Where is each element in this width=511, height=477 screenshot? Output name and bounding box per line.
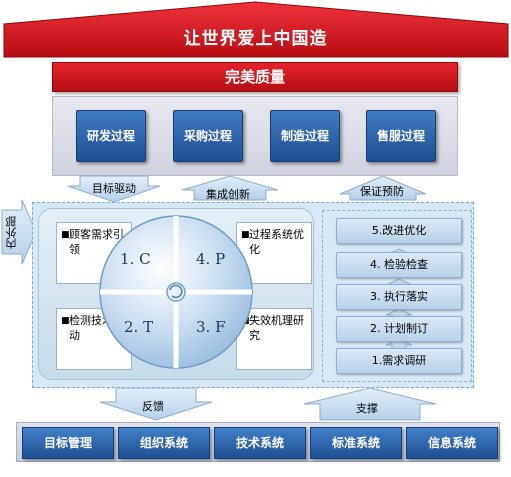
system-technology[interactable]: 技术系统 [214,427,306,459]
segment-f: 3. F [196,318,226,336]
label-integrated-innovation: 集成创新 [206,188,250,201]
segment-c: 1. C [120,250,151,268]
step-2-plan[interactable]: 2. 计划制订 [336,316,462,342]
process-service[interactable]: 售服过程 [366,110,436,162]
box-customer-demand-text: 顾客需求引领 [69,228,124,256]
box-process-optimization-text: 过程系统优化 [249,228,304,256]
system-information[interactable]: 信息系统 [406,427,498,459]
step-1-research[interactable]: 1.需求调研 [336,348,462,374]
process-rd[interactable]: 研发过程 [76,110,146,162]
refresh-icon-arc [169,284,183,299]
process-manufacturing[interactable]: 制造过程 [270,110,340,162]
label-support: 支撑 [356,402,378,415]
step-3-execute[interactable]: 3. 执行落实 [336,284,462,310]
system-standards[interactable]: 标准系统 [310,427,402,459]
bullet-icon: ■ [61,230,70,240]
label-feedback: 反馈 [142,400,164,413]
segment-p: 4. P [196,250,226,268]
steps-panel [322,210,472,382]
label-ensure-prevention: 保证预防 [360,185,404,198]
roof [3,1,509,58]
system-goal-management[interactable]: 目标管理 [22,427,114,459]
bullet-icon: ■ [61,316,70,326]
step-5-improve[interactable]: 5.改进优化 [336,218,462,244]
step-4-inspect[interactable]: 4. 检验检查 [336,252,462,278]
system-organization[interactable]: 组织系统 [118,427,210,459]
quality-band: 完美质量 [52,62,458,92]
roof-title: 让世界爱上中国造 [183,29,328,49]
process-purchase[interactable]: 采购过程 [173,110,243,162]
label-goal-drive: 目标驱动 [92,182,136,195]
bullet-icon: ■ [241,230,250,240]
segment-t: 2. T [124,318,154,336]
box-failure-mechanism-text: 失效机理研究 [249,314,304,342]
